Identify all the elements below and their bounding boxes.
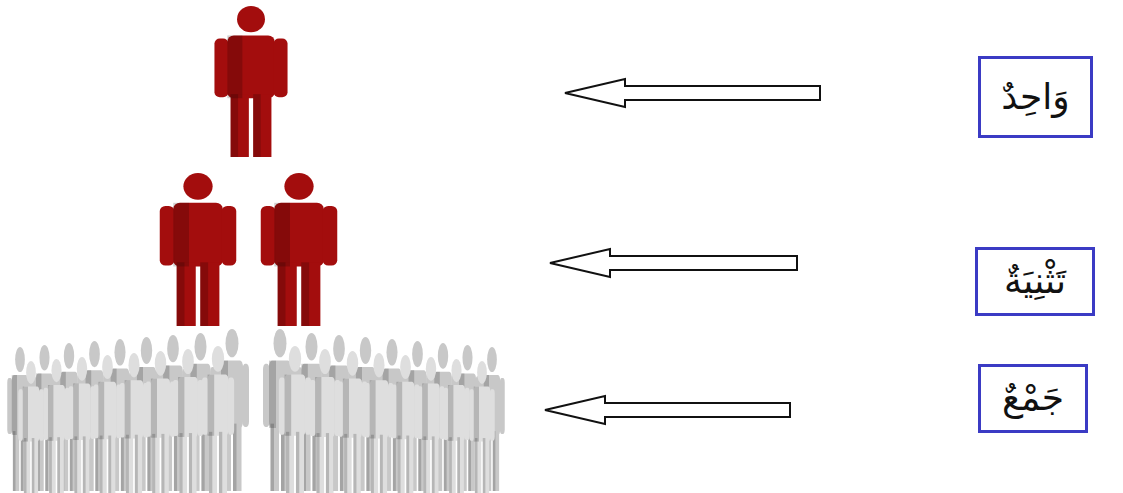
word-box: جَمْعٌ xyxy=(978,364,1088,433)
crowd-figure xyxy=(68,357,95,493)
word-box: وَاحِدٌ xyxy=(978,56,1093,138)
crowd-figure xyxy=(18,361,44,493)
crowd-figure xyxy=(417,357,444,493)
crowd-figure xyxy=(173,349,204,493)
crowd-figure xyxy=(391,355,419,493)
word-box: تَثْنِيَةٌ xyxy=(975,247,1095,316)
crowd-figure xyxy=(93,355,121,493)
crowd-figure xyxy=(469,361,495,493)
hollow-arrow xyxy=(565,79,820,107)
crowd-figure xyxy=(310,349,341,493)
hollow-arrow xyxy=(550,249,797,277)
hollow-arrow xyxy=(545,396,790,424)
arabic-word: وَاحِدٌ xyxy=(1001,74,1070,121)
crowd-figure xyxy=(146,351,176,493)
crowd-figure xyxy=(443,359,469,493)
crowd-figure xyxy=(279,346,311,493)
crowd-figure xyxy=(338,351,368,493)
crowd-figure xyxy=(43,359,69,493)
arabic-word: جَمْعٌ xyxy=(1002,375,1064,422)
person-figure xyxy=(214,6,287,157)
crowd-figure xyxy=(120,353,149,493)
crowd-figure xyxy=(365,353,394,493)
crowd-figure xyxy=(202,346,234,493)
person-figure xyxy=(160,173,237,326)
arabic-word: تَثْنِيَةٌ xyxy=(1004,258,1066,305)
crowd-divider xyxy=(254,325,258,493)
person-figure xyxy=(261,173,338,326)
